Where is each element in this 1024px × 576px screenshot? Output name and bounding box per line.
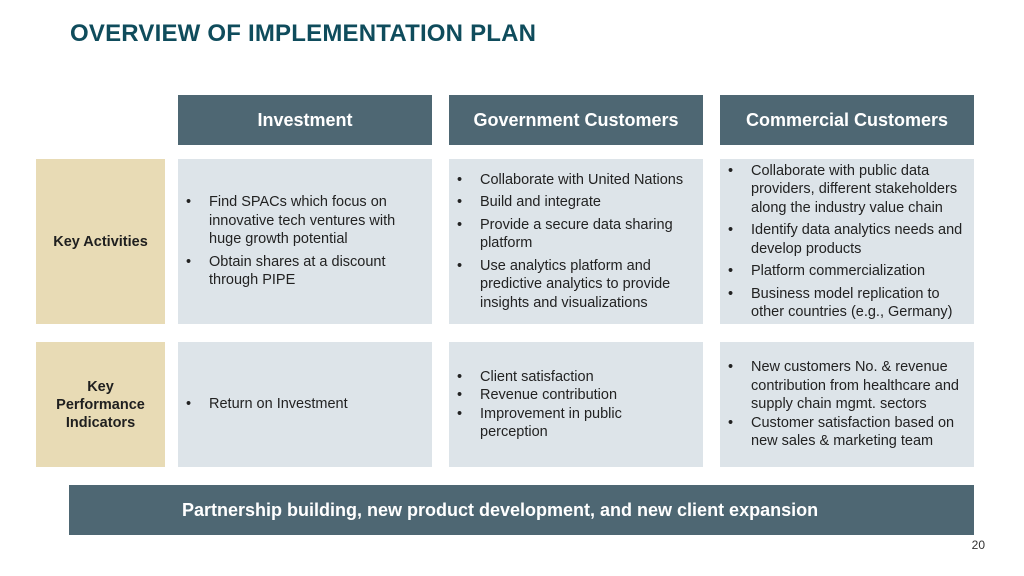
row-label-key-activities: Key Activities (36, 159, 165, 324)
cell-kpi-commercial: New customers No. & revenue contribution… (720, 342, 974, 467)
list-item: Customer satisfaction based on new sales… (728, 414, 964, 451)
bullet-list: Collaborate with public data providers, … (728, 162, 964, 322)
list-item: Provide a secure data sharing platform (457, 216, 693, 253)
cell-kpi-investment: Return on Investment (178, 342, 432, 467)
cell-key-activities-government: Collaborate with United Nations Build an… (449, 159, 703, 324)
column-header-government-customers: Government Customers (449, 95, 703, 145)
list-item: Obtain shares at a discount through PIPE (186, 253, 422, 290)
list-item: Use analytics platform and predictive an… (457, 257, 693, 313)
list-item: Improvement in public perception (457, 405, 693, 442)
bullet-list: Collaborate with United Nations Build an… (457, 171, 693, 313)
list-item: Collaborate with public data providers, … (728, 162, 964, 218)
list-item: Client satisfaction (457, 368, 693, 387)
bullet-list: Find SPACs which focus on innovative tec… (186, 193, 422, 290)
bullet-list: Return on Investment (186, 395, 422, 414)
list-item: Build and integrate (457, 193, 693, 212)
list-item: Platform commercialization (728, 262, 964, 281)
row-label-kpi: Key Performance Indicators (36, 342, 165, 467)
bullet-list: Client satisfaction Revenue contribution… (457, 368, 693, 442)
list-item: New customers No. & revenue contribution… (728, 358, 964, 414)
column-header-investment: Investment (178, 95, 432, 145)
cell-kpi-government: Client satisfaction Revenue contribution… (449, 342, 703, 467)
list-item: Return on Investment (186, 395, 422, 414)
page-number: 20 (971, 538, 985, 552)
bullet-list: New customers No. & revenue contribution… (728, 358, 964, 451)
list-item: Find SPACs which focus on innovative tec… (186, 193, 422, 249)
cell-key-activities-commercial: Collaborate with public data providers, … (720, 159, 974, 324)
list-item: Collaborate with United Nations (457, 171, 693, 190)
list-item: Business model replication to other coun… (728, 285, 964, 322)
cell-key-activities-investment: Find SPACs which focus on innovative tec… (178, 159, 432, 324)
list-item: Identify data analytics needs and develo… (728, 221, 964, 258)
page-title: OVERVIEW OF IMPLEMENTATION PLAN (70, 20, 537, 47)
summary-banner: Partnership building, new product develo… (69, 485, 974, 535)
column-header-commercial-customers: Commercial Customers (720, 95, 974, 145)
list-item: Revenue contribution (457, 386, 693, 405)
